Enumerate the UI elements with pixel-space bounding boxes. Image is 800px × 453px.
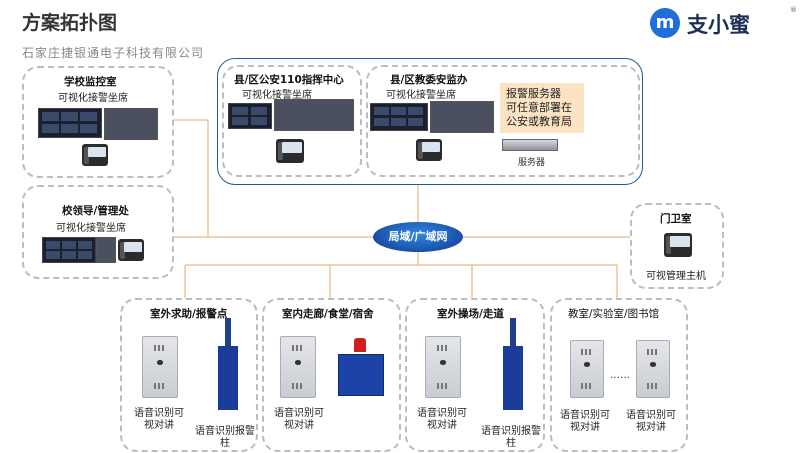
county-police-title: 县/区公安110指挥中心	[234, 74, 344, 86]
guard-room: 门卫室 可视管理主机	[630, 203, 724, 289]
video-wall	[228, 103, 272, 129]
intercom-device-icon	[142, 336, 178, 398]
intercom-device-icon	[636, 340, 670, 398]
video-phone-icon	[276, 139, 304, 163]
video-wall	[42, 237, 96, 263]
alarm-light-icon	[354, 338, 366, 352]
county-police-subtitle: 可视化接警坐席	[242, 90, 312, 101]
server-note-line2: 可任意部署在	[506, 101, 572, 114]
logo-text: 支小蜜	[687, 13, 750, 37]
server-note: 报警服务器 可任意部署在 公安或教育局	[500, 83, 584, 133]
school-monitor-room: 学校监控室 可视化接警坐席	[22, 66, 174, 178]
zone-title: 室内走廊/食堂/宿舍	[282, 308, 374, 320]
leaders-office: 校领导/管理处 可视化接警坐席	[22, 185, 174, 279]
camera-monitor	[430, 101, 494, 133]
video-phone-icon	[416, 139, 442, 161]
logo-mark: m	[650, 8, 680, 38]
camera-monitor	[104, 108, 158, 140]
county-edu-title: 县/区教委安监办	[390, 74, 468, 86]
video-phone-icon	[82, 144, 108, 166]
device-caption: 语音识别报警 柱	[481, 426, 541, 449]
alarm-pole-icon	[510, 318, 516, 348]
ellipsis-dots: ……	[610, 370, 630, 381]
zone-outdoor-help: 室外求助/报警点 语音识别可 视对讲 语音识别报警 柱	[120, 298, 258, 452]
leaders-title: 校领导/管理处	[62, 205, 129, 217]
zone-outdoor-playground: 室外操场/走道 语音识别可 视对讲 语音识别报警 柱	[405, 298, 545, 452]
county-edu-subtitle: 可视化接警坐席	[386, 90, 456, 101]
zone-title: 教室/实验室/图书馆	[568, 308, 660, 320]
zone-classroom: 教室/实验室/图书馆 …… 语音识别可 视对讲 语音识别可 视对讲	[550, 298, 688, 452]
county-police-center: 县/区公安110指挥中心 可视化接警坐席	[222, 65, 362, 177]
server-icon	[502, 139, 558, 151]
alarm-pillar-icon	[503, 346, 523, 410]
server-note-line3: 公安或教育局	[506, 115, 572, 128]
brand-logo: m 支小蜜 ®	[650, 6, 797, 40]
alarm-pillar-icon	[218, 346, 238, 410]
network-cloud: 局域/广域网	[373, 222, 463, 252]
guard-subtitle: 可视管理主机	[646, 271, 706, 282]
registered-mark: ®	[790, 6, 797, 14]
intercom-device-icon	[570, 340, 604, 398]
video-wall	[38, 108, 102, 138]
county-edu-office: 县/区教委安监办 可视化接警坐席 报警服务器 可任意部署在 公安或教育局 服务器	[366, 65, 640, 177]
video-phone-icon	[118, 239, 144, 261]
camera-monitor	[274, 99, 354, 131]
video-wall	[370, 103, 428, 131]
device-caption: 语音识别可 视对讲	[626, 410, 676, 433]
device-caption: 语音识别报警 柱	[195, 426, 255, 449]
zone-title: 室外操场/走道	[437, 308, 504, 320]
intercom-device-icon	[425, 336, 461, 398]
school-monitor-title: 学校监控室	[64, 76, 117, 88]
intercom-device-icon	[280, 336, 316, 398]
device-caption: 语音识别可 视对讲	[560, 410, 610, 433]
server-label: 服务器	[518, 158, 546, 168]
server-note-line1: 报警服务器	[506, 87, 561, 100]
zone-indoor-corridor: 室内走廊/食堂/宿舍 语音识别可 视对讲	[262, 298, 401, 452]
device-caption: 语音识别可 视对讲	[417, 408, 467, 431]
camera-monitor	[96, 237, 116, 263]
company-name: 石家庄捷银通电子科技有限公司	[22, 46, 205, 60]
alarm-pole-icon	[225, 318, 231, 348]
page-title: 方案拓扑图	[22, 12, 118, 34]
video-phone-icon	[664, 233, 692, 257]
zone-title: 室外求助/报警点	[150, 308, 228, 320]
alarm-box-icon	[338, 354, 384, 396]
leaders-subtitle: 可视化接警坐席	[56, 223, 126, 234]
guard-title: 门卫室	[660, 213, 692, 225]
school-monitor-subtitle: 可视化接警坐席	[58, 93, 128, 104]
device-caption: 语音识别可 视对讲	[274, 408, 324, 431]
device-caption: 语音识别可 视对讲	[134, 408, 184, 431]
